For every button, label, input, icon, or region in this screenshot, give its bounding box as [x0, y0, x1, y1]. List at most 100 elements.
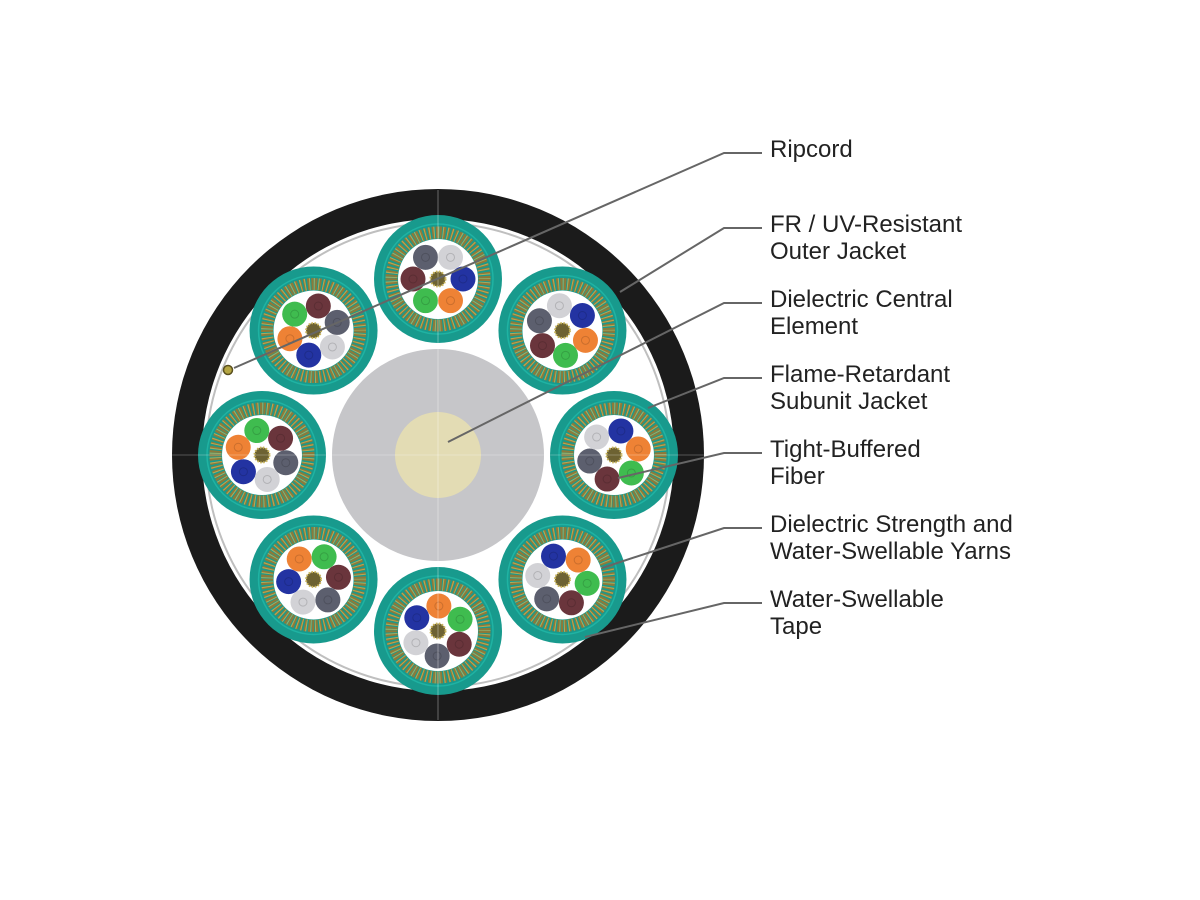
subunit-central-yarn-texture: [429, 270, 447, 288]
strength-yarns-highlight: [385, 578, 491, 684]
label-line: Tape: [770, 613, 823, 640]
fiber-core: [533, 571, 543, 581]
tight-buffered-fiber: [540, 543, 566, 569]
tight-buffered-fiber: [254, 466, 280, 492]
strength-yarns-highlight: [561, 402, 667, 508]
tight-buffered-fiber: [584, 424, 610, 450]
label-line: Outer Jacket: [770, 238, 907, 265]
label-subunit-jacket: Flame-Retardant Subunit Jacket: [770, 361, 950, 415]
leader-central-element: [447, 302, 762, 443]
tight-buffered-fiber: [311, 544, 337, 570]
fiber-core: [304, 350, 314, 360]
subunit: [249, 266, 378, 395]
subunit-central-yarn-texture: [553, 322, 571, 340]
label-line: Ripcord: [770, 136, 853, 163]
tight-buffered-fiber: [230, 459, 256, 485]
subunit-jacket-ring: [206, 399, 318, 511]
subunit-central-yarn-texture: [605, 446, 623, 464]
strength-yarns-highlight: [509, 526, 615, 632]
leader-lines: [233, 152, 762, 638]
tight-buffered-fiber: [276, 569, 302, 595]
fiber-core: [412, 613, 422, 623]
tight-buffered-fiber: [446, 631, 472, 657]
label-outer-jacket: FR / UV-Resistant Outer Jacket: [770, 211, 962, 265]
fiber-core: [238, 467, 248, 477]
fiber-core: [432, 651, 442, 661]
fiber-core: [554, 301, 564, 311]
label-line: Tight-Buffered: [770, 436, 921, 463]
fiber-core: [290, 309, 300, 319]
fiber-core: [298, 597, 308, 607]
strength-yarns-highlight: [261, 278, 367, 384]
label-central-element: Dielectric Central Element: [770, 286, 953, 340]
fiber-core: [633, 444, 643, 454]
subunit-central-yarn: [554, 323, 570, 339]
subunit-jacket-ring: [257, 523, 370, 636]
subunit-central-yarn-texture: [305, 570, 323, 588]
tight-buffered-fiber: [282, 301, 308, 327]
tight-buffered-fiber: [558, 590, 584, 616]
fiber-core: [262, 474, 272, 484]
fiber-core: [585, 456, 595, 466]
fiber-core: [446, 252, 455, 262]
tight-buffered-fiber: [618, 460, 644, 486]
fiber-core: [458, 274, 468, 284]
tight-buffered-fiber: [325, 564, 351, 590]
fiber-core: [327, 342, 337, 352]
subunit-central-yarn-texture: [429, 622, 447, 640]
tight-buffered-fiber: [594, 466, 620, 492]
fiber-core: [313, 301, 323, 311]
label-water-swellable-tape: Water-Swellable Tape: [770, 586, 944, 640]
tight-buffered-fiber: [244, 418, 270, 444]
subunit: [374, 567, 502, 695]
fiber-core: [577, 311, 587, 321]
leader-strength-yarns: [601, 527, 762, 569]
strength-yarns-highlight: [385, 226, 491, 332]
label-line: Element: [770, 313, 859, 340]
fiber-core: [421, 252, 430, 262]
subunit-central-yarn-texture: [253, 446, 271, 464]
fiber-core: [252, 426, 262, 436]
label-line: Water-Swellable Yarns: [770, 538, 1011, 565]
leader-outer-jacket: [619, 227, 762, 293]
cable-cross-section: [172, 189, 704, 721]
fiber-core: [582, 578, 592, 588]
tight-buffered-fiber: [534, 586, 560, 612]
tight-buffered-fiber: [413, 288, 438, 314]
fiber-core: [411, 638, 421, 648]
tight-buffered-fiber: [577, 448, 603, 474]
fiber-core: [534, 316, 544, 326]
subunit: [249, 515, 378, 644]
tight-buffered-fiber: [529, 333, 555, 359]
tight-buffered-fiber: [305, 293, 331, 319]
fiber-core: [323, 595, 333, 605]
fiber-core: [454, 639, 464, 649]
fiber-core: [616, 426, 626, 436]
subunit-central-yarn: [606, 447, 622, 463]
subunit-jacket-ring: [558, 399, 670, 511]
tight-buffered-fiber: [403, 630, 429, 656]
tight-buffered-fiber: [277, 326, 303, 352]
subunit-jacket-ring: [506, 274, 619, 387]
tight-buffered-fiber: [574, 570, 600, 596]
tight-buffered-fiber: [438, 244, 463, 270]
tight-buffered-fiber: [608, 418, 634, 444]
label-strength-yarns: Dielectric Strength and Water-Swellable …: [770, 511, 1013, 565]
fiber-core: [294, 554, 304, 564]
label-line: Dielectric Central: [770, 286, 953, 313]
subunit-central-yarn-texture: [553, 570, 571, 588]
fiber-core: [537, 341, 547, 351]
tight-buffered-fiber: [225, 434, 251, 460]
label-line: Fiber: [770, 463, 825, 490]
fiber-core: [455, 614, 465, 624]
strength-yarns-highlight: [209, 402, 315, 508]
central-element-core: [395, 412, 481, 498]
fiber-core: [592, 432, 602, 442]
subunit: [498, 266, 627, 395]
tight-buffered-fiber: [546, 293, 572, 319]
tight-buffered-fiber: [290, 589, 316, 615]
subunit-central-yarn: [430, 623, 446, 639]
fiber-core: [573, 555, 583, 565]
tight-buffered-fiber: [526, 308, 552, 334]
tight-buffered-fiber: [424, 643, 450, 669]
